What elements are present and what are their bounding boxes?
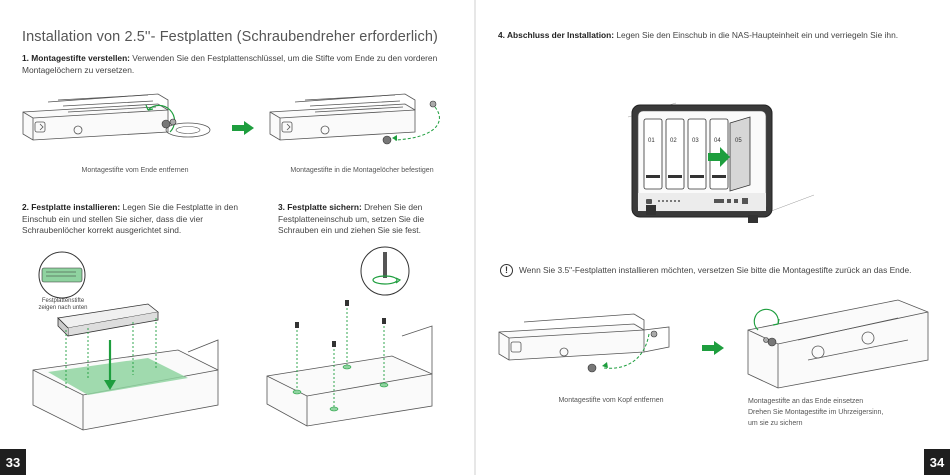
page-number-left: 33: [0, 449, 26, 475]
step-3-body: Drehen Sie den Festplatteneinschub um, s…: [278, 202, 425, 235]
bay-label: 03: [692, 138, 699, 144]
bay-label: 01: [648, 138, 655, 144]
caption-insert-end-line3: um sie zu sichern: [748, 420, 803, 427]
caption-insert-end-line2: Drehen Sie Montagestifte im Uhrzeigersin…: [748, 409, 884, 416]
bay-label: 02: [670, 138, 677, 144]
arrow-right-icon: [702, 341, 724, 355]
left-page: Installation von 2.5''- Festplatten (Sch…: [0, 0, 474, 475]
page-title: Installation von 2.5''- Festplatten (Sch…: [22, 29, 438, 45]
hdd-label-line1: Festplattenstifte: [41, 298, 85, 304]
screw-icon: [382, 318, 386, 324]
hdd-label: Festplattenstifte zeigen nach unten: [28, 298, 98, 312]
step-2-heading: 2. Festplatte installieren:: [22, 202, 121, 212]
tray-insert-pins-figure: [265, 82, 455, 162]
tray-remove-head-pins-figure: [494, 312, 694, 392]
hdd-tray-icon: [22, 93, 211, 141]
warning-icon: !: [500, 264, 513, 277]
caption-insert-end-pins: Montagestifte an das Ende einsetzen Dreh…: [748, 396, 928, 429]
step-1-heading: 1. Montagestifte verstellen:: [22, 53, 130, 63]
nas-device-icon: 01 02 03 04 05: [626, 95, 816, 235]
hdd-tray-icon: [269, 93, 440, 145]
tray-insert-end-pins-figure: [738, 290, 938, 390]
caption-insert-pins: Montagestifte in die Montagelöcher befes…: [290, 167, 434, 174]
bay-label: 05: [735, 138, 742, 144]
hdd-tray-icon: [498, 313, 670, 373]
step-2-text: 2. Festplatte installieren: Legen Sie di…: [22, 202, 252, 237]
screw-icon: [345, 300, 349, 306]
right-page: 4. Abschluss der Installation: Legen Sie…: [476, 0, 950, 475]
step-3-text: 3. Festplatte sichern: Drehen Sie den Fe…: [278, 202, 458, 237]
tray-remove-pins-figure: [18, 82, 218, 162]
caption-remove-pins: Montagestifte vom Ende entfernen: [81, 167, 189, 174]
page-number-right: 34: [924, 449, 950, 475]
caption-insert-end-line1: Montagestifte an das Ende einsetzen: [748, 398, 864, 405]
step-3-heading: 3. Festplatte sichern:: [278, 202, 362, 212]
hdd-label-line2: zeigen nach unten: [38, 305, 88, 311]
step-2-body: Legen Sie die Festplatte in den Einschub…: [22, 202, 239, 235]
screw-icon: [332, 341, 336, 347]
hdd-tray-icon: [747, 299, 929, 389]
bay-label: 04: [714, 138, 721, 144]
step-4-heading: 4. Abschluss der Installation:: [498, 30, 615, 40]
step-1-text: 1. Montagestifte verstellen: Verwenden S…: [22, 53, 452, 76]
caption-remove-head-pins: Montagestifte vom Kopf entfernen: [558, 397, 664, 404]
page-divider: [474, 0, 476, 475]
step-4-body: Legen Sie den Einschub in die NAS-Haupte…: [614, 30, 899, 40]
secure-screws-figure: [262, 296, 462, 436]
hdd-pins-zoom-icon: [34, 250, 90, 300]
arrow-right-icon: [232, 121, 254, 135]
screwdriver-icon: [356, 244, 414, 298]
hdd-install-figure: [28, 300, 238, 440]
screw-icon: [295, 322, 299, 328]
step-1-body: Verwenden Sie den Festplattenschlüssel, …: [22, 53, 438, 75]
step-4-text: 4. Abschluss der Installation: Legen Sie…: [498, 30, 938, 42]
note-text: Wenn Sie 3.5"-Festplatten installieren m…: [519, 265, 912, 275]
